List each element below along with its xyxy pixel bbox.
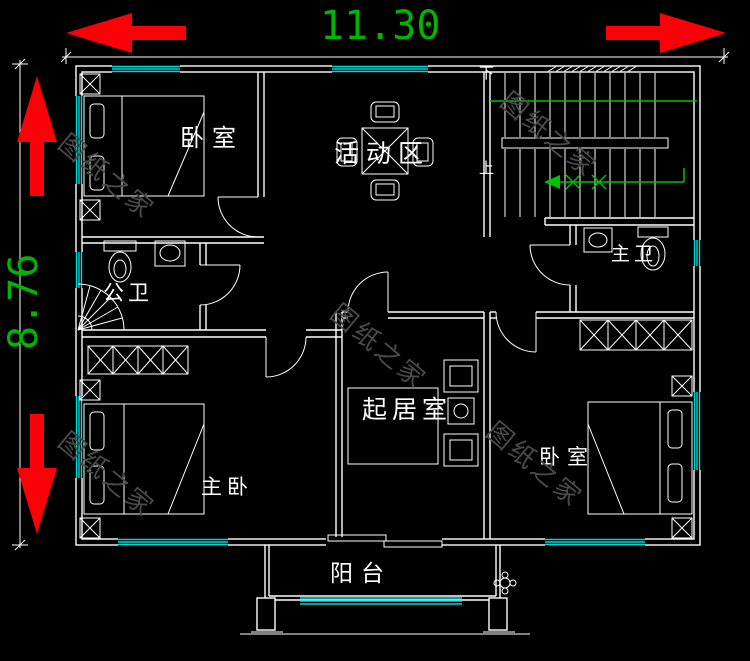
label-bedroom-top: 卧室 [180, 124, 244, 152]
public-bath-fixtures [77, 240, 186, 331]
red-arrow-icons [17, 13, 726, 534]
bedroom-bottom-right-furniture [579, 319, 693, 539]
label-activity-area: 活动区 [334, 139, 431, 168]
staircase [490, 73, 697, 217]
interior-walls [82, 72, 694, 539]
window-symbols [75, 65, 702, 546]
activity-table-set [336, 101, 434, 201]
label-stairs-down: 下 [479, 64, 495, 82]
wall-hatch [547, 66, 637, 72]
dimension-width-text: 11.30 [320, 3, 441, 49]
master-bath-fixtures [583, 226, 669, 271]
label-living-room: 起居室 [362, 395, 453, 424]
master-bedroom-furniture [79, 345, 205, 539]
label-balcony: 阳台 [330, 561, 392, 587]
dimension-height-text: 8.76 [1, 253, 47, 350]
label-bedroom-bottom: 卧室 [539, 445, 595, 469]
label-master-bath: 主卫 [611, 243, 658, 265]
balcony-structure [240, 534, 530, 635]
bed-top-left [79, 73, 205, 221]
label-master-bedroom: 主卧 [201, 475, 253, 499]
label-public-bath: 公卫 [103, 281, 153, 305]
door-symbols [199, 196, 571, 378]
living-room-furniture [347, 359, 479, 467]
label-stairs-up: 上 [479, 159, 495, 177]
